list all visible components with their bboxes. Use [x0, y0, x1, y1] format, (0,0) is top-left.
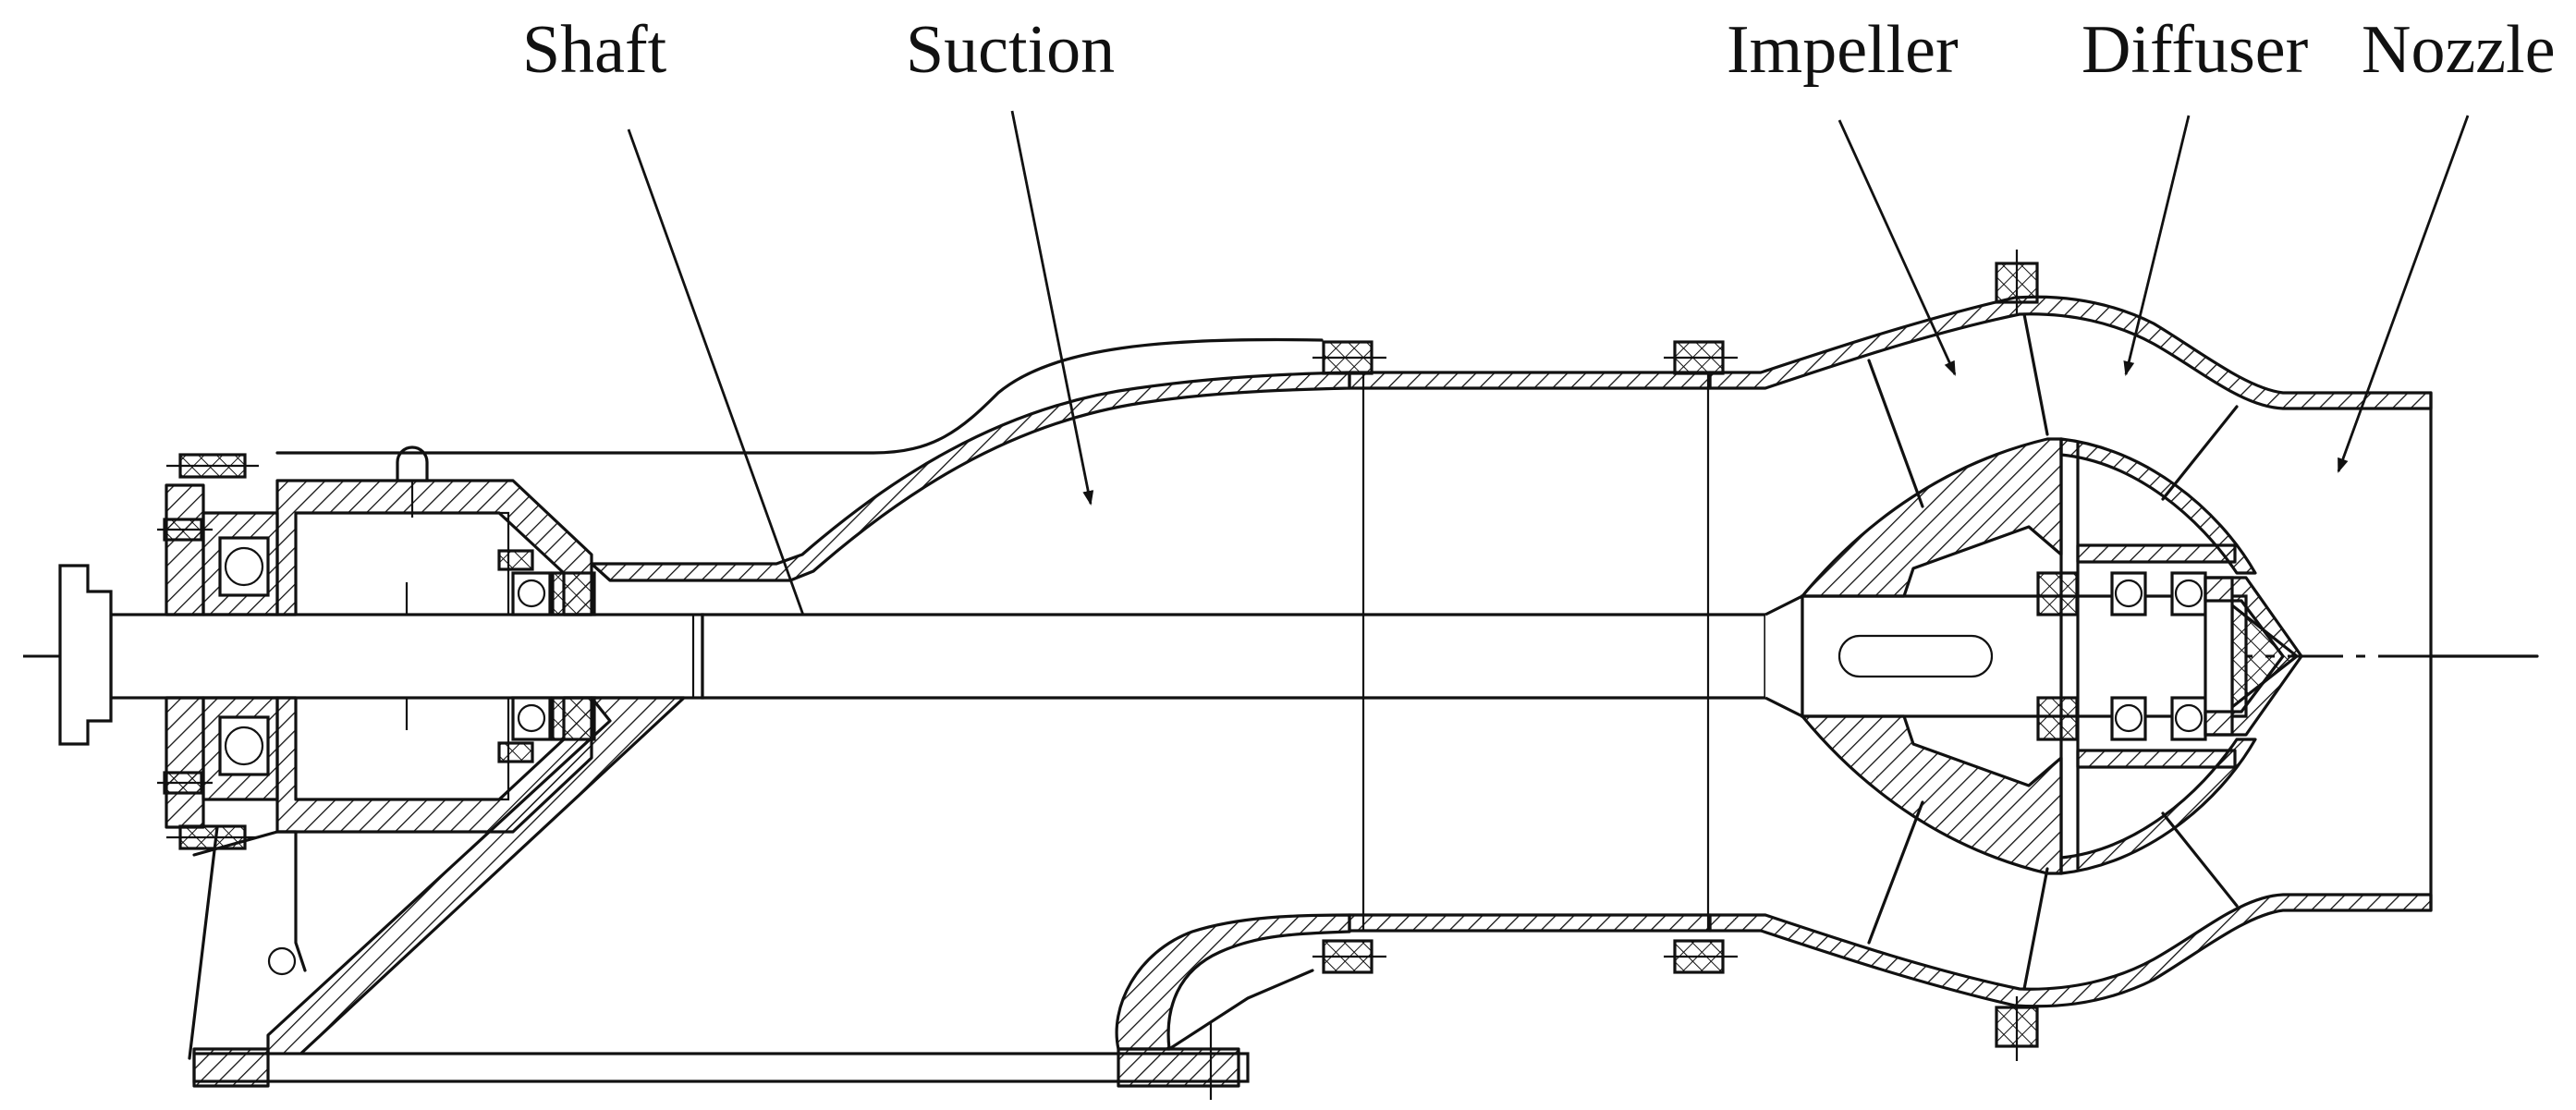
bolt [166, 824, 259, 850]
bolt [497, 741, 534, 763]
bolt [1664, 939, 1738, 974]
impeller [1801, 312, 2063, 991]
bolt [157, 771, 213, 795]
bolt [1664, 340, 1738, 375]
diffuser-label: Diffuser [2082, 12, 2308, 88]
grease-nipple [396, 445, 429, 482]
bolt [157, 518, 213, 542]
diffuser [2059, 405, 2303, 908]
suction-casing [188, 337, 1351, 1100]
suction-label: Suction [906, 12, 1115, 88]
drain-plug [267, 946, 297, 976]
bolt [166, 453, 259, 479]
impeller-casing [1708, 295, 2539, 1008]
bolt [1312, 340, 1386, 375]
bolts [157, 250, 2039, 1061]
impeller-label: Impeller [1727, 12, 1959, 88]
bolt [1312, 939, 1386, 974]
suction-leader [1010, 110, 1094, 506]
nozzle-leader [2337, 115, 2470, 473]
bolt [1995, 996, 2039, 1061]
shaft [58, 564, 2248, 746]
nozzle-label: Nozzle [2362, 12, 2556, 88]
shaft-label: Shaft [522, 12, 667, 88]
middle-pipe [1348, 371, 1712, 933]
bearings [218, 536, 2207, 776]
bolt [497, 549, 534, 571]
